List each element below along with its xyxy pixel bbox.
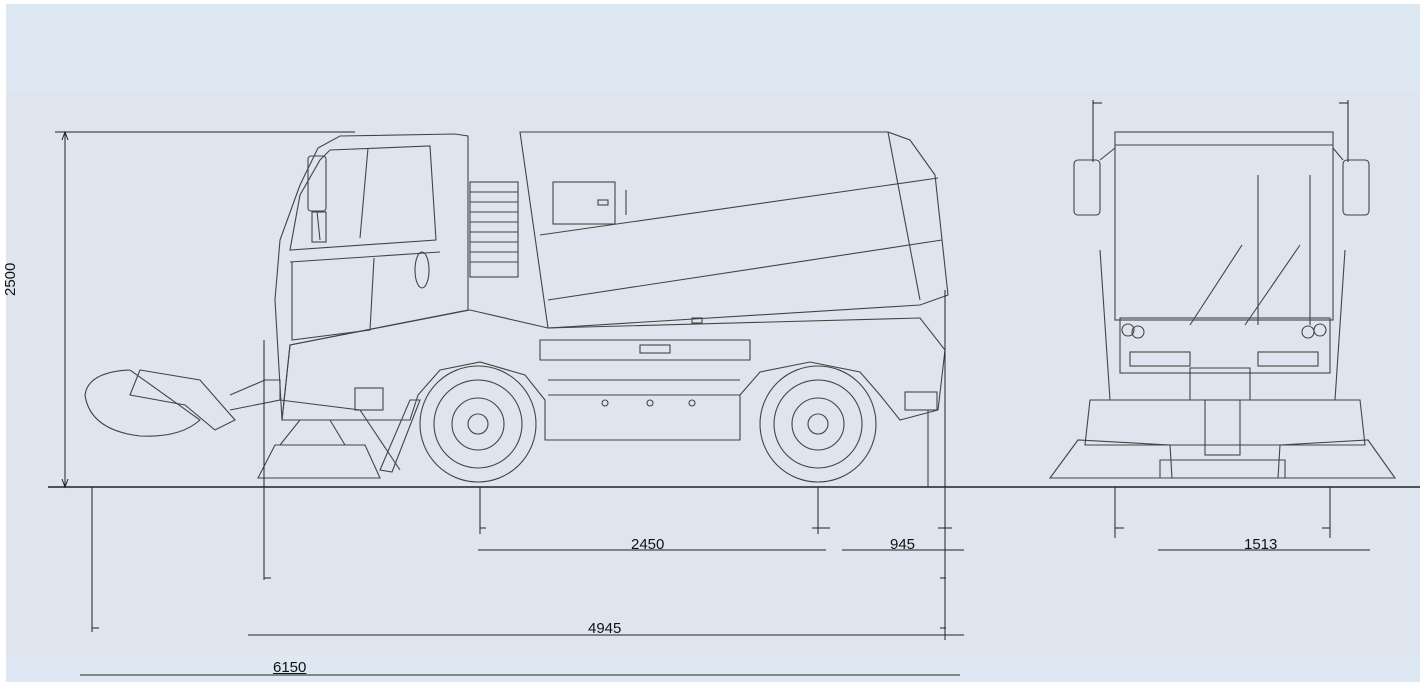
dimension-wheelbase-label: 2450 (631, 536, 665, 553)
hopper (519, 131, 949, 329)
front-wheel (419, 365, 537, 483)
engine-vents (469, 181, 519, 278)
sweeper-side-view (84, 131, 949, 487)
footer-band (6, 656, 1420, 682)
rear-wheel (759, 365, 877, 483)
dimension-body-length-label: 4945 (588, 620, 622, 637)
dimension-lines (55, 100, 1370, 676)
front-left-brush (1048, 439, 1173, 479)
dimension-height-label: 2500 (2, 262, 19, 296)
front-right-brush (1277, 439, 1397, 479)
sweeper-front-view (1048, 131, 1397, 479)
drawing-area (6, 94, 1420, 656)
dimension-total-length-label: 6150 (273, 659, 307, 676)
header-band (6, 4, 1420, 94)
dimension-rear-overhang-label: 945 (890, 536, 916, 553)
main-brush (257, 444, 381, 479)
dimension-track-width-label: 1513 (1244, 536, 1278, 553)
side-brush (84, 369, 201, 437)
